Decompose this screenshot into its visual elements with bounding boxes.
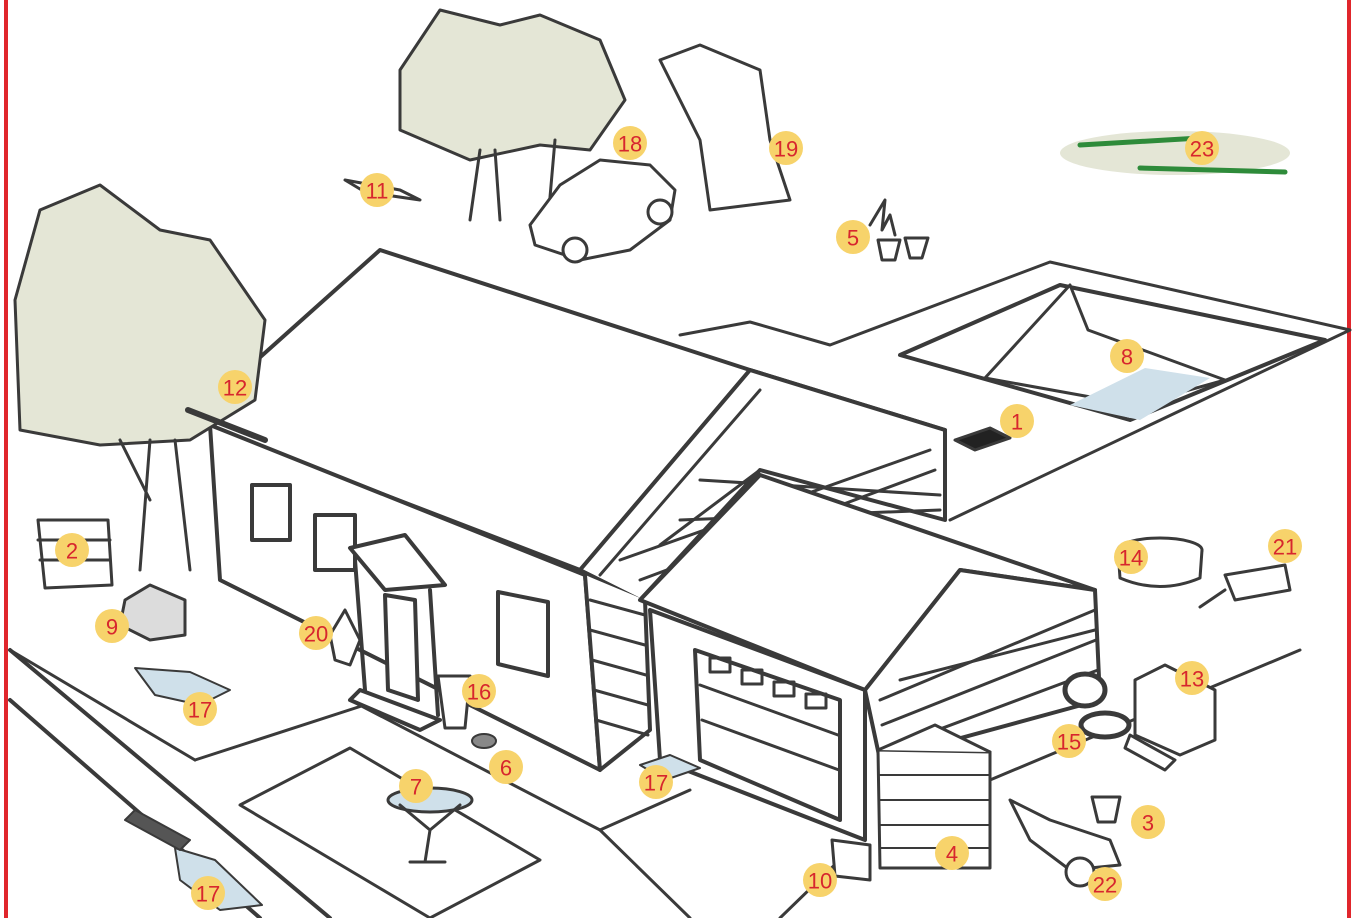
street-drain bbox=[125, 810, 190, 850]
puddle-front-yard bbox=[135, 668, 230, 705]
marker-7-bird-bath: 7 bbox=[399, 769, 433, 803]
rubbish-pile bbox=[120, 585, 185, 640]
marker-12-roof-gutter: 12 bbox=[218, 370, 252, 404]
marker-number: 13 bbox=[1180, 667, 1204, 692]
marker-number: 11 bbox=[366, 179, 389, 204]
marker-number: 10 bbox=[808, 869, 832, 894]
marker-number: 21 bbox=[1273, 535, 1297, 560]
marker-number: 7 bbox=[410, 775, 422, 800]
marker-number: 3 bbox=[1142, 811, 1154, 836]
marker-11-discarded-item: 11 bbox=[360, 173, 394, 207]
small-container bbox=[472, 734, 496, 748]
marker-17-puddle: 17 bbox=[183, 692, 217, 726]
front-path bbox=[10, 650, 195, 760]
downpipe-drain bbox=[832, 840, 870, 880]
plant-pots bbox=[878, 238, 928, 260]
marker-5-potted-plants: 5 bbox=[836, 220, 870, 254]
marker-18-abandoned-car: 18 bbox=[613, 126, 647, 160]
marker-14-paddling-pool: 14 bbox=[1114, 540, 1148, 574]
marker-13-appliance: 13 bbox=[1175, 661, 1209, 695]
bucket bbox=[1092, 797, 1120, 822]
marker-number: 18 bbox=[618, 132, 642, 157]
marker-15-tyres: 15 bbox=[1052, 724, 1086, 758]
marker-number: 20 bbox=[304, 622, 328, 647]
tyre-1 bbox=[1065, 674, 1105, 706]
marker-number: 8 bbox=[1121, 345, 1133, 370]
marker-19-tree-stump: 19 bbox=[769, 131, 803, 165]
marker-16-rubbish-bin: 16 bbox=[462, 674, 496, 708]
driveway-edge-2 bbox=[600, 830, 690, 918]
marker-number: 14 bbox=[1119, 546, 1143, 571]
marker-21-trailer: 21 bbox=[1268, 529, 1302, 563]
roof-hatch bbox=[955, 428, 1010, 450]
water-tank bbox=[878, 750, 990, 868]
window-2 bbox=[315, 515, 355, 570]
marker-1-roof-vent-hatch: 1 bbox=[1000, 404, 1034, 438]
front-door bbox=[385, 595, 418, 700]
window-3 bbox=[498, 592, 548, 676]
marker-number: 4 bbox=[946, 842, 958, 867]
marker-10-downpipe-drain: 10 bbox=[803, 863, 837, 897]
marker-9-rubbish-pile: 9 bbox=[95, 609, 129, 643]
marker-number: 23 bbox=[1190, 137, 1214, 162]
marker-17-puddle: 17 bbox=[191, 876, 225, 910]
big-tree-trunk bbox=[120, 440, 190, 570]
marker-6-small-container: 6 bbox=[489, 750, 523, 784]
marker-number: 5 bbox=[847, 226, 859, 251]
marker-8-swimming-pool: 8 bbox=[1110, 339, 1144, 373]
plant-leaves bbox=[870, 200, 895, 235]
trailer bbox=[1225, 565, 1290, 600]
window-1 bbox=[252, 485, 290, 540]
marker-number: 19 bbox=[774, 137, 798, 162]
back-tree-canopy bbox=[400, 10, 625, 160]
marker-number: 1 bbox=[1011, 410, 1023, 435]
tyre-2 bbox=[1081, 713, 1129, 737]
marker-number: 15 bbox=[1057, 730, 1081, 755]
marker-number: 16 bbox=[467, 680, 491, 705]
marker-17-puddle: 17 bbox=[639, 765, 673, 799]
bird-bath-stand bbox=[400, 805, 460, 862]
marker-number: 2 bbox=[66, 539, 78, 564]
marker-23-weeds-patch: 23 bbox=[1185, 131, 1219, 165]
marker-number: 22 bbox=[1093, 873, 1117, 898]
marker-2-stacked-drums: 2 bbox=[55, 533, 89, 567]
big-tree-canopy bbox=[15, 185, 265, 445]
marker-number: 17 bbox=[196, 882, 220, 907]
marker-4-water-tank: 4 bbox=[935, 836, 969, 870]
marker-number: 9 bbox=[106, 615, 118, 640]
marker-number: 6 bbox=[500, 756, 512, 781]
marker-number: 17 bbox=[644, 771, 668, 796]
marker-20-pot-plant-by-door: 20 bbox=[299, 616, 333, 650]
marker-22-wheelbarrow: 22 bbox=[1088, 867, 1122, 901]
marker-number: 17 bbox=[188, 698, 212, 723]
tree-stump bbox=[660, 45, 790, 210]
marker-number: 12 bbox=[223, 376, 247, 401]
marker-3-bucket: 3 bbox=[1131, 805, 1165, 839]
